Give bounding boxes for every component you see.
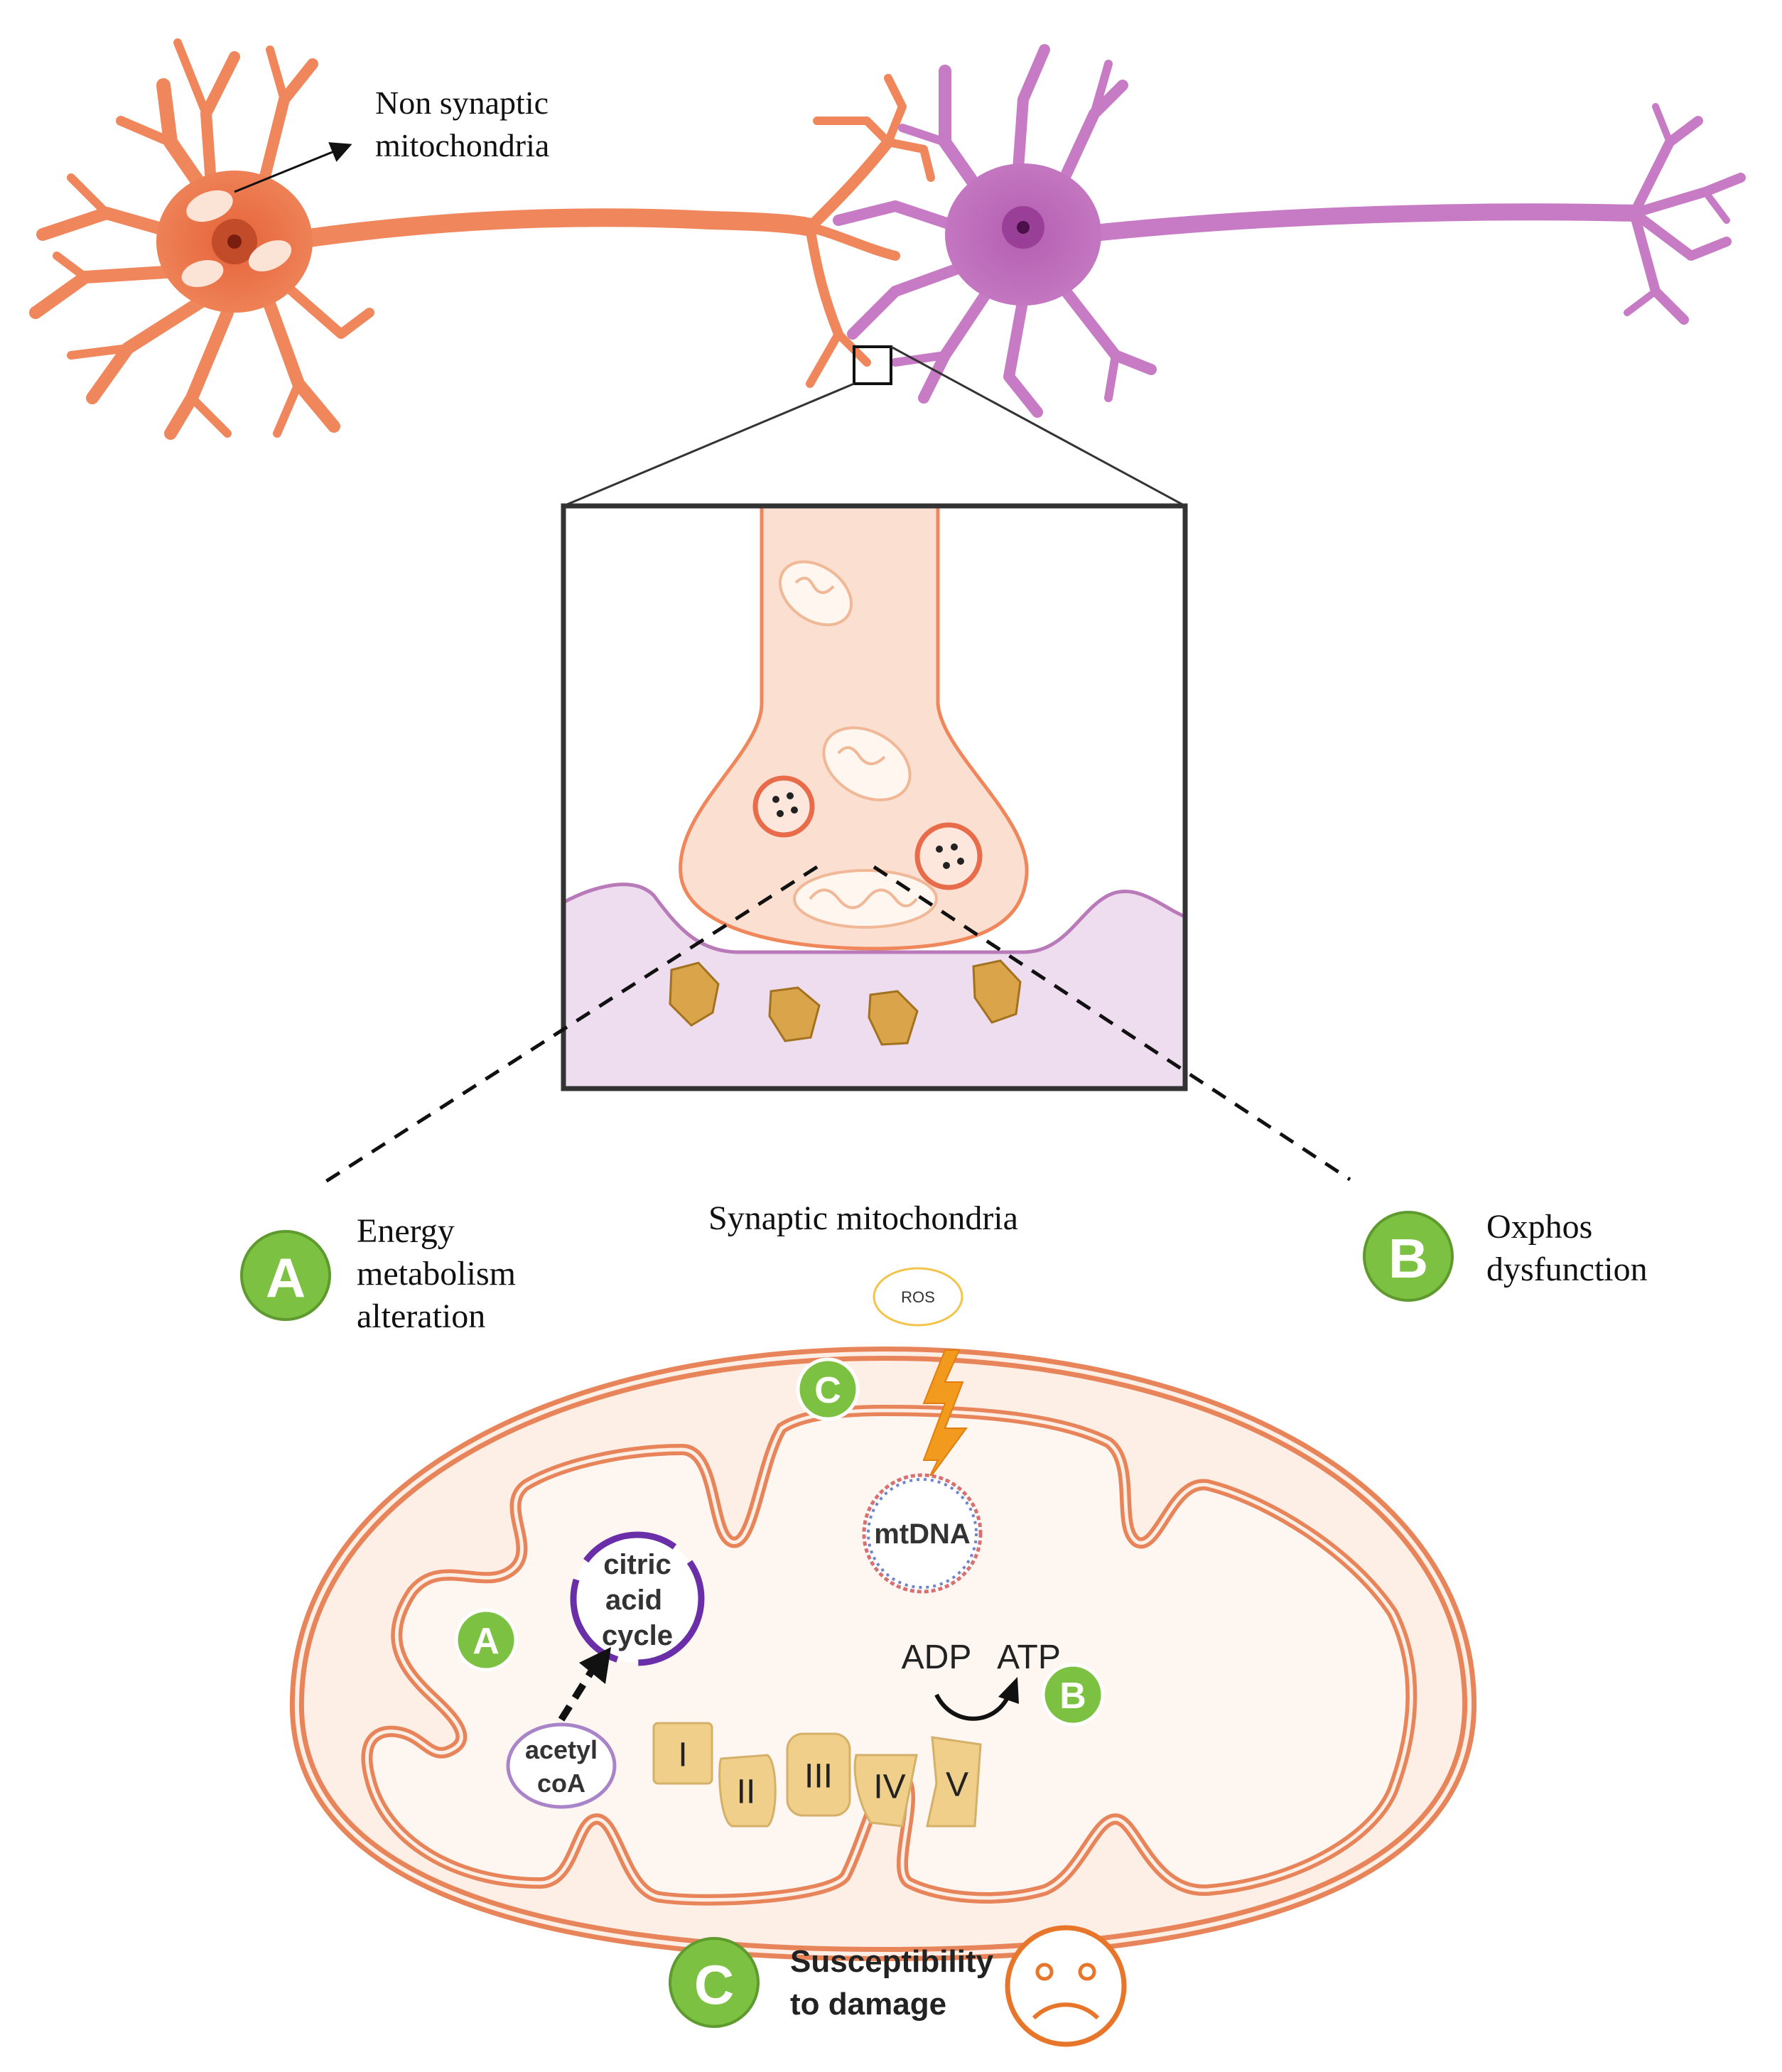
susceptibility-label-line1: Susceptibility (790, 1944, 994, 1979)
citric-acid-cycle: citric acid cycle (570, 1531, 705, 1666)
mtdna-plasmid: mtDNA (862, 1473, 983, 1594)
ros-lightning-bolt-icon (922, 1349, 968, 1482)
adp-atp-arrow-head-icon (998, 1677, 1019, 1704)
zoom-line-left (563, 382, 855, 507)
badge-a-small: A (454, 1608, 518, 1672)
synaptic-mitochondria-title: Synaptic mitochondria (708, 1199, 1018, 1237)
left-neuron-soma (156, 171, 313, 313)
svg-text:III: III (804, 1758, 833, 1796)
complex-III: III (786, 1732, 851, 1817)
non-synaptic-label-line2: mitochondria (375, 127, 549, 163)
svg-text:IV: IV (873, 1769, 905, 1806)
badge-a-large: A (240, 1230, 331, 1321)
etc-complexes: I II III IV V (652, 1722, 982, 1828)
svg-text:B: B (1388, 1227, 1428, 1290)
non-synaptic-pointer-arrow (234, 142, 352, 193)
oxphos-label-line2: dysfunction (1486, 1251, 1648, 1288)
complex-II: II (718, 1754, 777, 1828)
acetyl-label-line1: acetyl (525, 1735, 598, 1764)
energy-label-line3: alteration (357, 1297, 485, 1335)
complex-I: I (652, 1722, 713, 1785)
complex-IV: IV (853, 1754, 918, 1828)
citric-label-line1: citric (603, 1549, 671, 1580)
svg-text:II: II (737, 1774, 756, 1811)
synapse-zoom-box (561, 503, 1188, 1091)
badge-b-large: B (1363, 1211, 1454, 1302)
badge-c-large: C (669, 1937, 760, 2028)
acetyl-label-line2: coA (537, 1769, 585, 1798)
mtdna-label: mtDNA (874, 1518, 971, 1550)
citric-label-line2: acid (605, 1585, 662, 1616)
citric-label-line3: cycle (602, 1620, 673, 1651)
svg-text:B: B (1059, 1676, 1086, 1717)
non-synaptic-label-line1: Non synaptic (375, 85, 549, 121)
adp-to-atp-arrow-icon (934, 1693, 1011, 1721)
ros-bubble: ROS (873, 1267, 963, 1327)
right-neuron-soma (945, 163, 1101, 306)
svg-text:I: I (678, 1737, 687, 1774)
dashed-link-energy (322, 865, 819, 1185)
acetyl-coa: acetyl coA (506, 1722, 617, 1809)
acetyl-arrow-head-icon (579, 1647, 611, 1684)
zoom-region-marker (853, 345, 892, 385)
energy-label-line2: metabolism (357, 1255, 516, 1293)
oxphos-label-line1: Oxphos (1486, 1208, 1592, 1246)
zoom-line-right (890, 345, 1186, 507)
svg-text:C: C (814, 1370, 841, 1411)
susceptibility-label-line2: to damage (790, 1987, 946, 2022)
energy-label-line1: Energy (357, 1212, 455, 1250)
sad-face-icon (1005, 1925, 1127, 2047)
badge-c-small: C (796, 1357, 860, 1421)
adp-label: ADP (902, 1639, 972, 1676)
svg-text:ROS: ROS (901, 1288, 935, 1306)
dashed-link-oxphos (873, 865, 1351, 1182)
svg-text:V: V (946, 1766, 968, 1804)
complex-V: V (926, 1736, 982, 1828)
badge-b-small: B (1041, 1663, 1105, 1727)
svg-text:A: A (472, 1621, 500, 1662)
svg-text:C: C (694, 1953, 734, 2016)
atp-label: ATP (997, 1639, 1061, 1676)
svg-text:A: A (266, 1246, 306, 1309)
